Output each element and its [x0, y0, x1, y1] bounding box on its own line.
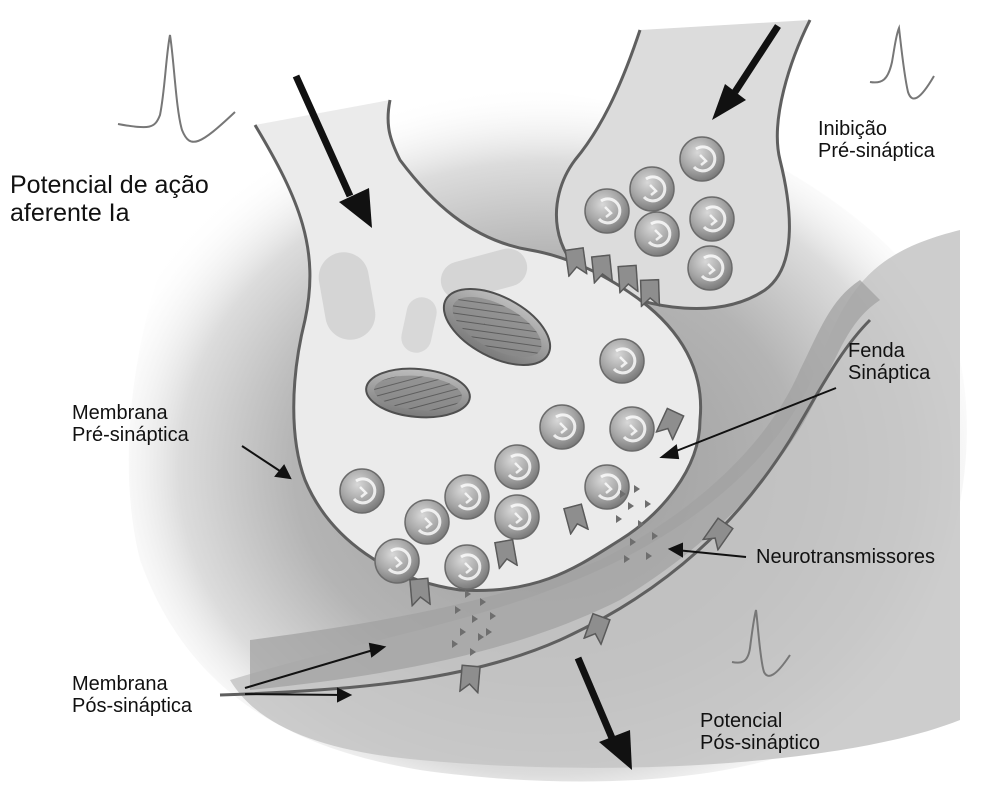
label-membrana-pre-line2: Pré-sináptica [72, 424, 189, 446]
label-potencial-pos: Potencial Pós-sináptico [700, 710, 820, 755]
action-potential-trace-inhibition [870, 28, 934, 99]
label-potencial-pos-line2: Pós-sináptico [700, 732, 820, 754]
label-potencial-acao-line2: aferente Ia [10, 199, 209, 227]
label-inibicao: Inibição Pré-sináptica [818, 118, 935, 163]
label-potencial-pos-line1: Potencial [700, 710, 820, 732]
label-fenda-line2: Sináptica [848, 362, 930, 384]
label-membrana-pre-line1: Membrana [72, 402, 189, 424]
label-membrana-pre: Membrana Pré-sináptica [72, 402, 189, 447]
label-neurotransmissores: Neurotransmissores [756, 546, 935, 568]
label-inibicao-line1: Inibição [818, 118, 935, 140]
action-potential-trace-afferent [118, 35, 235, 142]
label-fenda-line1: Fenda [848, 340, 930, 362]
label-potencial-acao: Potencial de ação aferente Ia [10, 171, 209, 227]
label-potencial-acao-line1: Potencial de ação [10, 171, 209, 199]
label-membrana-pos-line1: Membrana [72, 673, 192, 695]
label-membrana-pos: Membrana Pós-sináptica [72, 673, 192, 718]
label-neurotransmissores-text: Neurotransmissores [756, 546, 935, 568]
label-inibicao-line2: Pré-sináptica [818, 140, 935, 162]
label-fenda: Fenda Sináptica [848, 340, 930, 385]
label-membrana-pos-line2: Pós-sináptica [72, 695, 192, 717]
